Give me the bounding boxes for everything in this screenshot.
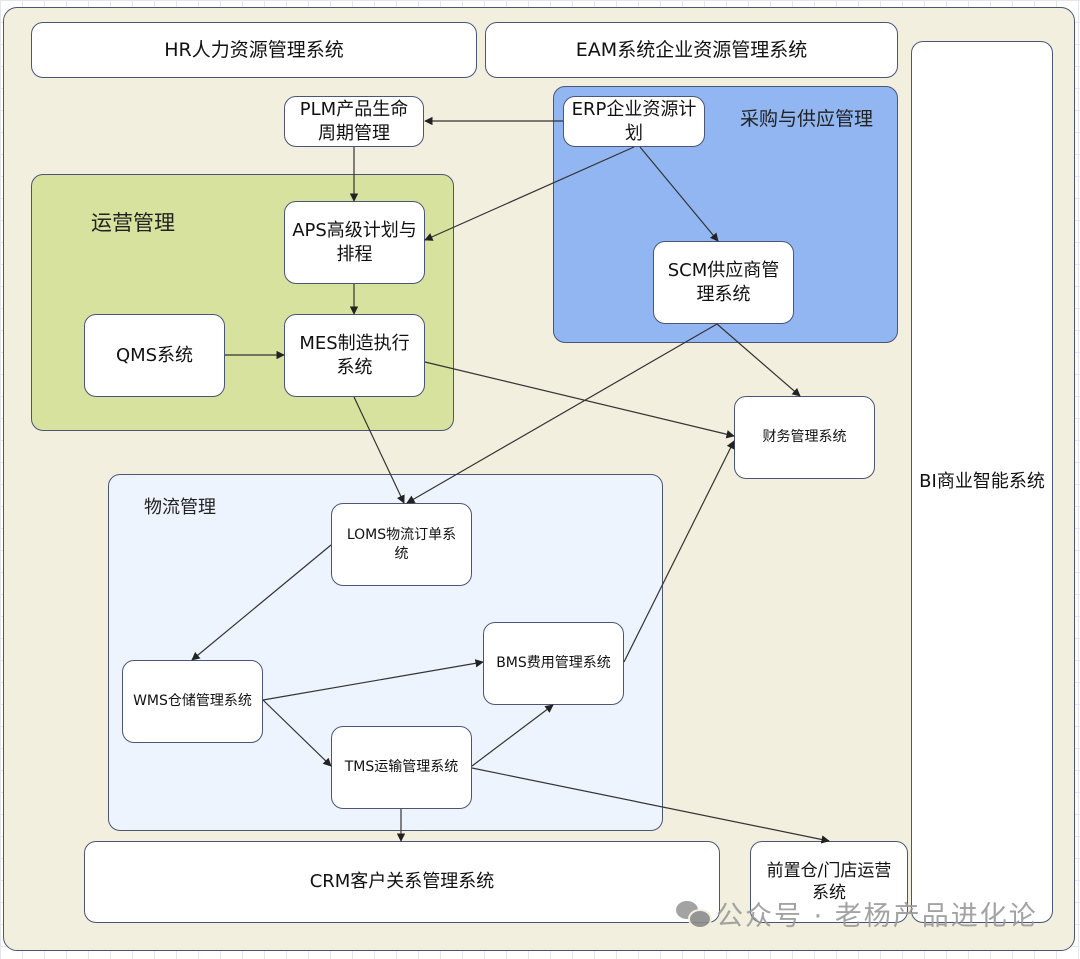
node-crm[interactable]: CRM客户关系管理系统 (84, 841, 720, 923)
watermark-text: 公众号 · 老杨产品进化论 (716, 901, 1038, 932)
node-store-label: 前置仓/门店运营 系统 (766, 860, 892, 903)
node-hr[interactable]: HR人力资源管理系统 (31, 22, 477, 78)
watermark: 公众号 · 老杨产品进化论 (676, 894, 1038, 933)
node-loms[interactable]: LOMS物流订单系 统 (331, 503, 472, 586)
node-mes[interactable]: MES制造执行 系统 (284, 314, 425, 397)
node-bms-label: BMS费用管理系统 (496, 655, 611, 672)
node-plm[interactable]: PLM产品生命 周期管理 (284, 96, 424, 147)
node-finance-label: 财务管理系统 (762, 429, 847, 446)
node-finance[interactable]: 财务管理系统 (734, 396, 875, 479)
node-wms[interactable]: WMS仓储管理系统 (122, 660, 263, 743)
node-erp-label: ERP企业资源计 划 (571, 99, 697, 144)
node-crm-label: CRM客户关系管理系统 (309, 871, 495, 893)
node-tms[interactable]: TMS运输管理系统 (331, 726, 472, 809)
node-plm-label: PLM产品生命 周期管理 (299, 99, 409, 144)
node-bms[interactable]: BMS费用管理系统 (483, 622, 624, 705)
node-qms-label: QMS系统 (115, 344, 194, 366)
node-eam[interactable]: EAM系统企业资源管理系统 (485, 22, 898, 78)
node-scm[interactable]: SCM供应商管 理系统 (653, 241, 794, 324)
node-hr-label: HR人力资源管理系统 (164, 38, 344, 61)
node-aps-label: APS高级计划与 排程 (292, 220, 417, 265)
node-tms-label: TMS运输管理系统 (344, 759, 459, 776)
wechat-icon (676, 899, 712, 929)
node-qms[interactable]: QMS系统 (84, 314, 225, 397)
node-bi[interactable]: BI商业智能系统 (911, 41, 1053, 923)
node-erp[interactable]: ERP企业资源计 划 (563, 96, 705, 147)
node-eam-label: EAM系统企业资源管理系统 (575, 38, 808, 61)
node-scm-label: SCM供应商管 理系统 (667, 260, 780, 305)
group-logistics-label: 物流管理 (144, 497, 216, 518)
node-aps[interactable]: APS高级计划与 排程 (284, 201, 425, 284)
group-operations-label: 运营管理 (91, 211, 175, 235)
node-loms-label: LOMS物流订单系 统 (346, 527, 457, 562)
group-procurement-label: 采购与供应管理 (740, 108, 874, 130)
node-mes-label: MES制造执行 系统 (299, 333, 410, 378)
node-store[interactable]: 前置仓/门店运营 系统 (750, 841, 908, 923)
node-wms-label: WMS仓储管理系统 (133, 693, 252, 710)
node-bi-label: BI商业智能系统 (919, 471, 1045, 493)
